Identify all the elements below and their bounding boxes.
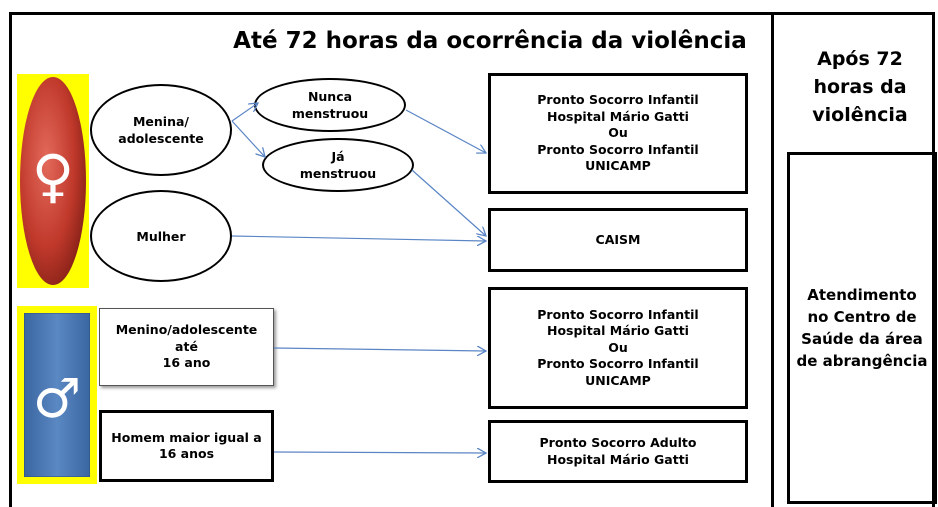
node-girl-adolescent: Menina/ adolescente xyxy=(90,84,232,176)
node-adult-man: Homem maior igual a 16 anos xyxy=(99,410,274,482)
arrow-girl-to-never xyxy=(231,103,258,122)
arrow-boy-to-ps-infantil xyxy=(273,348,486,351)
node-never-menstruated: Nunca menstruou xyxy=(254,78,406,132)
health-center-box: Atendimento no Centro de Saúde da área d… xyxy=(787,152,937,504)
after-72h-title: Após 72 horas da violência xyxy=(812,48,908,126)
diagram-frame xyxy=(9,12,935,507)
dest-caism: CAISM xyxy=(488,208,748,272)
node-woman: Mulher xyxy=(90,190,232,282)
arrow-never-to-ps-infantil xyxy=(405,109,486,153)
dest-ps-adulto: Pronto Socorro Adulto Hospital Mário Gat… xyxy=(488,420,748,483)
arrow-woman-to-caism xyxy=(231,235,486,241)
dest-ps-infantil-2: Pronto Socorro Infantil Hospital Mário G… xyxy=(488,287,748,409)
node-already-menstruated: Já menstruou xyxy=(262,138,414,192)
male-rect: ♂ xyxy=(24,313,90,477)
male-symbol-icon: ♂ xyxy=(33,367,81,430)
arrow-already-to-caism xyxy=(411,169,486,236)
column-divider xyxy=(771,12,774,507)
node-boy-adolescent: Menino/adolescente até 16 ano xyxy=(99,308,274,386)
arrow-man-to-ps-adulto xyxy=(273,452,486,453)
arrow-girl-to-already xyxy=(231,120,265,157)
female-oval: ♀ xyxy=(20,77,86,285)
dest-ps-infantil-1: Pronto Socorro Infantil Hospital Mário G… xyxy=(488,73,748,194)
page-title: Até 72 horas da ocorrência da violência xyxy=(233,28,747,54)
female-symbol-icon: ♀ xyxy=(32,142,74,210)
